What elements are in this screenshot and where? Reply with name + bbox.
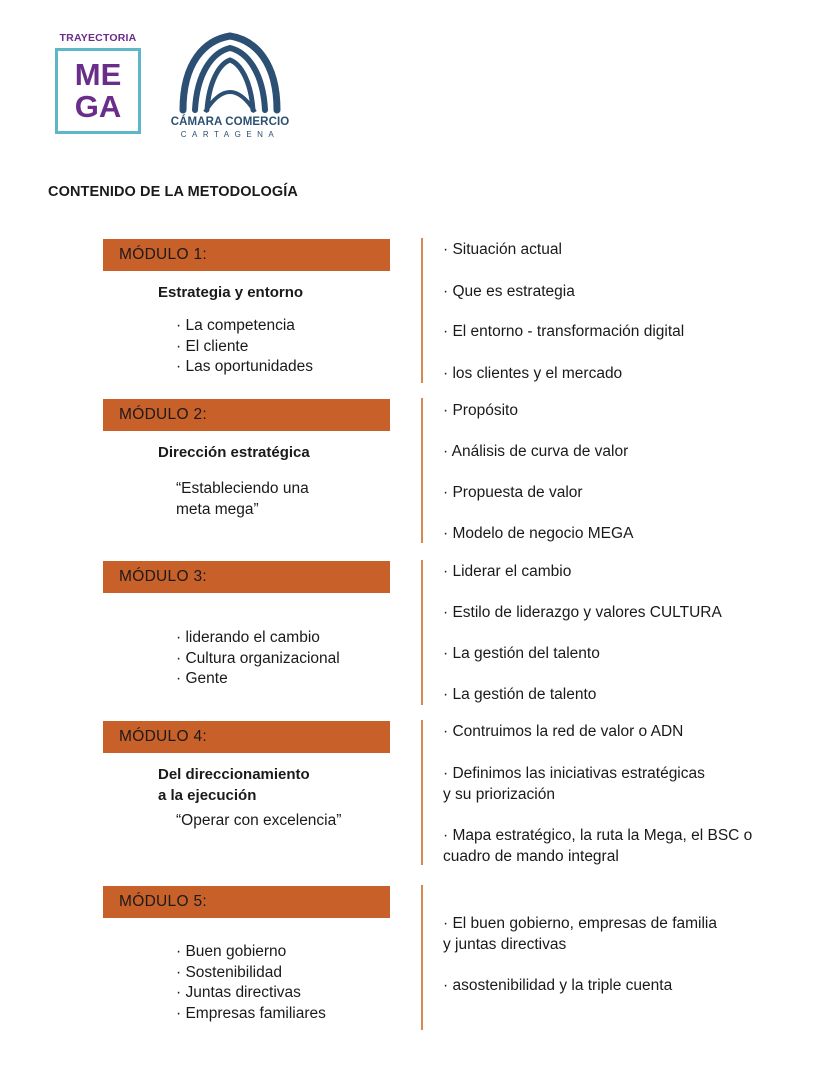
- module-2-item: · Propósito: [443, 402, 518, 419]
- module-1-bullets: · La competencia · El cliente · Las opor…: [176, 316, 313, 378]
- module-1-item: · Situación actual: [443, 241, 562, 258]
- module-3-item: · Liderar el cambio: [443, 563, 572, 580]
- module-4-item: · Mapa estratégico, la ruta la Mega, el …: [443, 825, 752, 867]
- item-line: · Mapa estratégico, la ruta la Mega, el …: [443, 827, 753, 844]
- module-1-subtitle: Estrategia y entorno: [158, 284, 304, 301]
- module-3-label: MÓDULO 3:: [119, 568, 207, 585]
- list-item: · liderando el cambio: [176, 629, 320, 646]
- module-3-item: · Estilo de liderazgo y valores CULTURA: [443, 604, 722, 621]
- quote-line: meta mega”: [176, 501, 259, 518]
- module-3-divider: [421, 560, 423, 705]
- module-1-bar: MÓDULO 1:: [103, 239, 390, 271]
- module-4-bar: MÓDULO 4:: [103, 721, 390, 753]
- list-item: · El cliente: [176, 337, 249, 355]
- item-line: y su priorización: [443, 786, 555, 803]
- module-5-item: · asostenibilidad y la triple cuenta: [443, 977, 673, 994]
- module-4-subtitle: Del direccionamiento a la ejecución: [158, 764, 310, 806]
- module-2-divider: [421, 398, 423, 543]
- module-2-quote: “Estableciendo una meta mega”: [176, 478, 309, 520]
- item-line: y juntas directivas: [443, 936, 567, 953]
- camara-emblem-icon: [179, 32, 281, 114]
- module-1-label: MÓDULO 1:: [119, 246, 207, 263]
- list-item: · La competencia: [176, 317, 295, 334]
- list-item: · Juntas directivas: [176, 984, 301, 1002]
- list-item: · Las oportunidades: [176, 358, 314, 376]
- quote-line: “Estableciendo una: [176, 480, 309, 497]
- module-3-item: · La gestión del talento: [443, 645, 600, 662]
- list-item: · Cultura organizacional: [176, 649, 340, 667]
- module-2-item: · Propuesta de valor: [443, 484, 583, 501]
- mega-logo-line1: ME: [74, 57, 122, 92]
- module-2-bar: MÓDULO 2:: [103, 399, 390, 431]
- module-4-label: MÓDULO 4:: [119, 728, 207, 745]
- list-item: · Sostenibilidad: [176, 963, 282, 981]
- module-4-divider: [421, 720, 423, 865]
- subtitle-line: a la ejecución: [158, 787, 257, 804]
- trayectoria-mega-logo: TRAYECTORIA ME GA: [53, 32, 143, 140]
- module-5-bullets: · Buen gobierno · Sostenibilidad · Junta…: [176, 942, 326, 1025]
- page-title: CONTENIDO DE LA METODOLOGÍA: [48, 184, 299, 200]
- item-line: · El buen gobierno, empresas de familia: [443, 915, 717, 932]
- item-line: cuadro de mando integral: [443, 848, 619, 865]
- module-4-quote: “Operar con excelencia”: [176, 812, 342, 829]
- mega-logo-top-text: TRAYECTORIA: [59, 32, 137, 44]
- module-2-subtitle: Dirección estratégica: [158, 444, 310, 461]
- item-line: · Definimos las iniciativas estratégicas: [443, 765, 705, 782]
- module-4-item: · Definimos las iniciativas estratégicas…: [443, 763, 705, 805]
- module-2-label: MÓDULO 2:: [119, 406, 207, 423]
- list-item: · Gente: [176, 670, 228, 688]
- module-5-label: MÓDULO 5:: [119, 893, 207, 910]
- list-item: · Empresas familiares: [176, 1005, 326, 1023]
- module-5-divider: [421, 885, 423, 1030]
- module-3-bullets: · liderando el cambio · Cultura organiza…: [176, 628, 340, 690]
- module-5-bar: MÓDULO 5:: [103, 886, 390, 918]
- module-2-item: · Análisis de curva de valor: [443, 443, 629, 460]
- module-4-item: · Contruimos la red de valor o ADN: [443, 723, 684, 740]
- subtitle-line: Del direccionamiento: [158, 766, 310, 783]
- module-1-divider: [421, 238, 423, 383]
- mega-logo-line2: GA: [74, 89, 122, 124]
- module-3-item: · La gestión de talento: [443, 686, 597, 703]
- module-1-item: · los clientes y el mercado: [443, 365, 623, 382]
- module-5-item: · El buen gobierno, empresas de familia …: [443, 913, 717, 955]
- module-3-bar: MÓDULO 3:: [103, 561, 390, 593]
- camara-city: CARTAGENA: [180, 130, 280, 139]
- mega-logo-frame: ME GA: [55, 48, 141, 134]
- list-item: · Buen gobierno: [176, 943, 287, 960]
- camara-comercio-logo: CÁMARA COMERCIO CARTAGENA: [165, 32, 295, 142]
- module-1-item: · El entorno - transformación digital: [443, 323, 685, 340]
- module-2-item: · Modelo de negocio MEGA: [443, 525, 634, 542]
- module-1-item: · Que es estrategia: [443, 283, 575, 300]
- camara-name: CÁMARA COMERCIO: [170, 116, 290, 128]
